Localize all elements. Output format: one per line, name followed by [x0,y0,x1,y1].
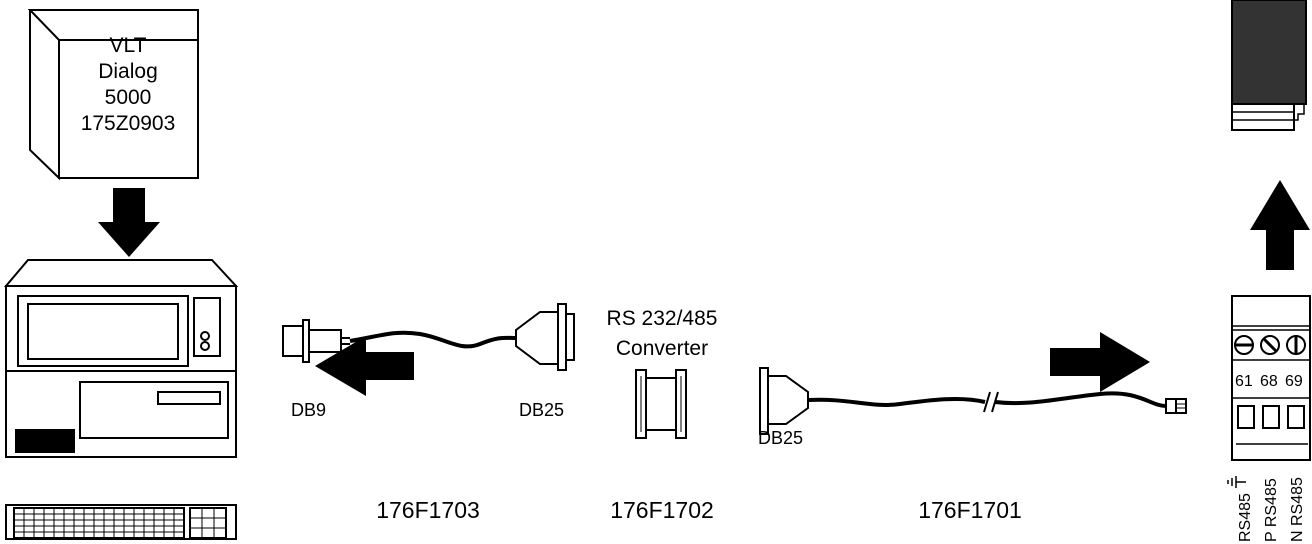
arrow-left-icon [315,336,414,396]
drive-module [1231,0,1307,131]
terminal-68: 68 [1260,373,1278,390]
part-176f1702: 176F1702 [610,497,714,523]
cable-176f1701: DB25 [758,367,1187,448]
terminal-block: 61 68 69 [1231,295,1311,461]
converter-title-1: RS 232/485 [607,307,718,330]
terminal-69: 69 [1285,373,1303,390]
software-box: VLT Dialog 5000 175Z0903 [27,9,199,181]
ground-icon [1227,476,1246,488]
terminal-label-61: RS485 [1237,493,1254,542]
box-line-2: Dialog [98,60,158,83]
box-line-3: 5000 [105,86,152,109]
part-176f1703: 176F1703 [376,497,480,523]
db25-left-label: DB25 [519,400,564,420]
box-line-4: 175Z0903 [81,112,176,135]
terminal-label-69: N RS485 [1289,477,1306,542]
converter: RS 232/485 Converter [607,307,718,439]
part-176f1701: 176F1701 [918,497,1022,523]
db9-label: DB9 [291,400,326,420]
box-line-1: VLT [110,34,147,57]
cable-176f1703: DB9 DB25 [282,303,575,420]
terminal-61: 61 [1235,373,1253,390]
arrow-up-icon [1250,180,1310,270]
converter-title-2: Converter [616,337,708,360]
db25-right-label: DB25 [758,428,803,448]
arrow-down-icon [98,188,160,257]
computer-icon [3,259,239,540]
terminal-label-68: P RS485 [1263,478,1280,542]
keyboard-keys [14,508,226,538]
arrow-right-icon [1050,332,1150,392]
